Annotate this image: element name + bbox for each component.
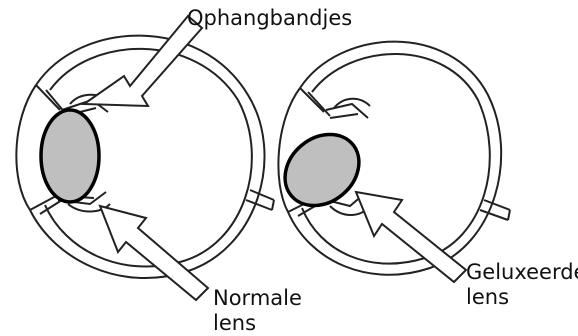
label-dislocated-lens: Geluxeerde lens — [466, 260, 578, 310]
dislocated-eye-iris-top — [300, 88, 330, 116]
arrow-suspensory — [84, 16, 202, 106]
arrow-normal-lens — [100, 206, 208, 300]
label-normal-lens-line-2: lens — [213, 311, 302, 336]
label-normal-lens: Normale lens — [213, 286, 302, 336]
normal-eye-cornea — [16, 85, 36, 210]
arrow-dislocated-lens — [356, 192, 466, 282]
label-suspensory-ligaments: Ophangbandjes — [187, 6, 352, 31]
label-normal-lens-line-1: Normale — [213, 286, 302, 311]
label-dislocated-lens-line-2: lens — [466, 285, 578, 310]
dislocated-eye-optic-nerve — [480, 200, 510, 220]
normal-lens — [41, 110, 99, 202]
dislocated-lens — [271, 120, 373, 220]
label-dislocated-lens-line-1: Geluxeerde — [466, 260, 578, 285]
